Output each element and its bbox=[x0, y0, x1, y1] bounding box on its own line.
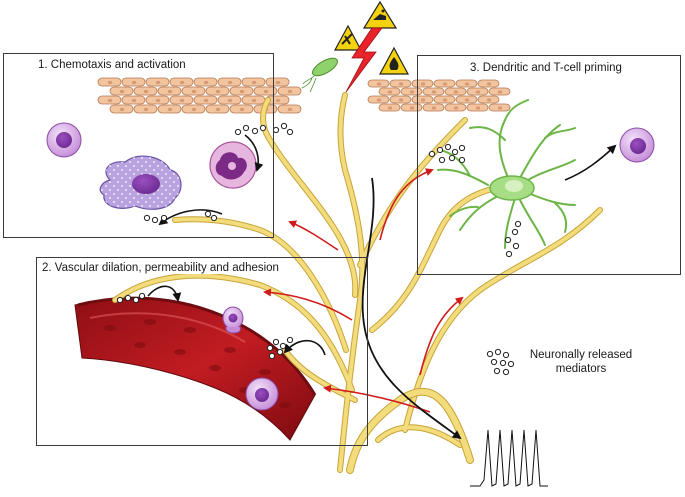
panel-vascular bbox=[36, 257, 368, 446]
adhering-leukocyte bbox=[245, 377, 279, 411]
panel-dendritic bbox=[417, 55, 681, 275]
biohazard-warning-icon bbox=[333, 24, 363, 51]
panel1-cells bbox=[46, 122, 257, 210]
legend-label: Neuronally released mediators bbox=[518, 348, 644, 376]
afferent-signal-arrow bbox=[361, 177, 462, 440]
epithelium-right bbox=[367, 79, 511, 112]
mediator-legend-icon bbox=[486, 348, 515, 376]
legend-line-2: mediators bbox=[555, 363, 607, 375]
panel-dendritic-title: 3. Dendritic and T-cell priming bbox=[468, 62, 624, 74]
legend-line-1: Neuronally released bbox=[529, 349, 633, 361]
transmigrating-leukocyte bbox=[222, 306, 244, 334]
epithelium-left bbox=[97, 77, 302, 114]
action-potential-icon bbox=[470, 429, 548, 487]
flammable-warning-icon bbox=[378, 46, 410, 75]
t-cell bbox=[619, 127, 655, 163]
panel-vascular-title: 2. Vascular dilation, permeability and a… bbox=[40, 262, 281, 274]
sensory-nerve-fibers bbox=[112, 92, 603, 474]
bacterium-icon bbox=[301, 57, 338, 93]
panel-chemotaxis-title: 1. Chemotaxis and activation bbox=[36, 59, 188, 71]
chemical-warning-icon bbox=[362, 0, 398, 29]
panel-chemotaxis bbox=[3, 53, 274, 238]
lightning-bolt-icon bbox=[345, 27, 383, 93]
neuronal-mediator-dots bbox=[116, 122, 522, 360]
dendritic-cell bbox=[437, 99, 576, 249]
